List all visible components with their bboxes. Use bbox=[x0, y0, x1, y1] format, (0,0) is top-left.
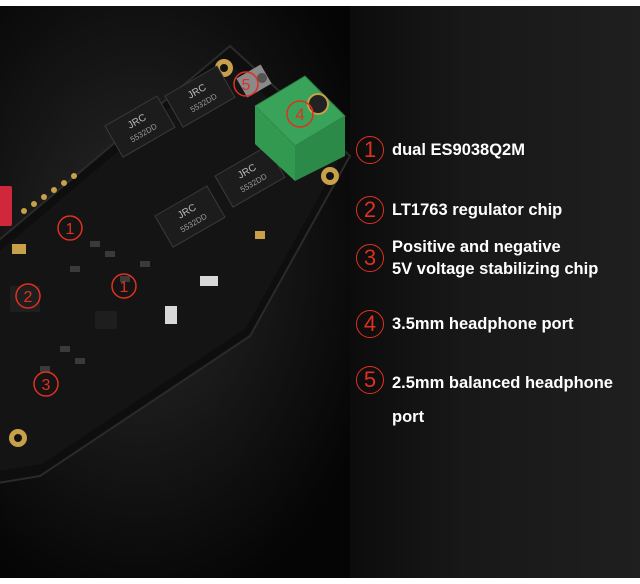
svg-text:1: 1 bbox=[66, 221, 75, 238]
board-marker-1a: 1 bbox=[57, 215, 83, 241]
svg-text:3: 3 bbox=[42, 377, 51, 394]
legend-item-3: 3 Positive and negative 5V voltage stabi… bbox=[356, 236, 598, 280]
legend-number-4: 4 bbox=[356, 310, 384, 338]
dac-board-photo: JRC 5532DD JRC 5532DD JRC 5532DD JRC 553… bbox=[0, 44, 352, 484]
photo-background-right bbox=[350, 6, 640, 578]
svg-text:2: 2 bbox=[24, 289, 33, 306]
opamp-chip-1: JRC 5532DD bbox=[104, 95, 176, 158]
legend-text-3: Positive and negative 5V voltage stabili… bbox=[392, 238, 599, 278]
board-marker-5: 5 bbox=[233, 71, 259, 97]
legend-item-4: 4 3.5mm headphone port bbox=[356, 310, 574, 338]
legend-text-5: 2.5mm balanced headphone port bbox=[392, 374, 613, 426]
board-marker-4: 4 bbox=[286, 100, 314, 128]
opamp-chip-4: JRC 5532DD bbox=[214, 145, 286, 208]
svg-text:4: 4 bbox=[295, 105, 304, 124]
legend-number-2: 2 bbox=[356, 196, 384, 224]
smd-components bbox=[10, 231, 265, 372]
opamp-chip-3: JRC 5532DD bbox=[154, 185, 226, 248]
silver-balanced-jack bbox=[236, 64, 272, 98]
board-marker-1b: 1 bbox=[111, 273, 137, 299]
legend-item-2: 2 LT1763 regulator chip bbox=[356, 196, 562, 224]
header-pins bbox=[21, 173, 77, 214]
legend-number-1: 1 bbox=[356, 136, 384, 164]
board-marker-2: 2 bbox=[15, 283, 41, 309]
component-legend: 1 dual ES9038Q2M 2 LT1763 regulator chip… bbox=[356, 6, 640, 578]
legend-text-2: LT1763 regulator chip bbox=[392, 201, 563, 219]
photo-frame: JRC 5532DD JRC 5532DD JRC 5532DD JRC 553… bbox=[0, 6, 640, 578]
opamp-chip-2: JRC 5532DD bbox=[164, 65, 236, 128]
legend-number-3: 3 bbox=[356, 244, 384, 272]
legend-text-1: dual ES9038Q2M bbox=[392, 141, 525, 159]
svg-text:1: 1 bbox=[120, 279, 129, 296]
red-connector bbox=[0, 186, 12, 226]
board-marker-3: 3 bbox=[33, 371, 59, 397]
legend-item-1: 1 dual ES9038Q2M bbox=[356, 136, 525, 164]
legend-text-4: 3.5mm headphone port bbox=[392, 315, 574, 333]
green-headphone-jack bbox=[254, 75, 346, 181]
legend-number-5: 5 bbox=[356, 366, 384, 394]
legend-item-5: 5 2.5mm balanced headphone port bbox=[356, 366, 613, 434]
svg-text:5: 5 bbox=[242, 77, 251, 94]
